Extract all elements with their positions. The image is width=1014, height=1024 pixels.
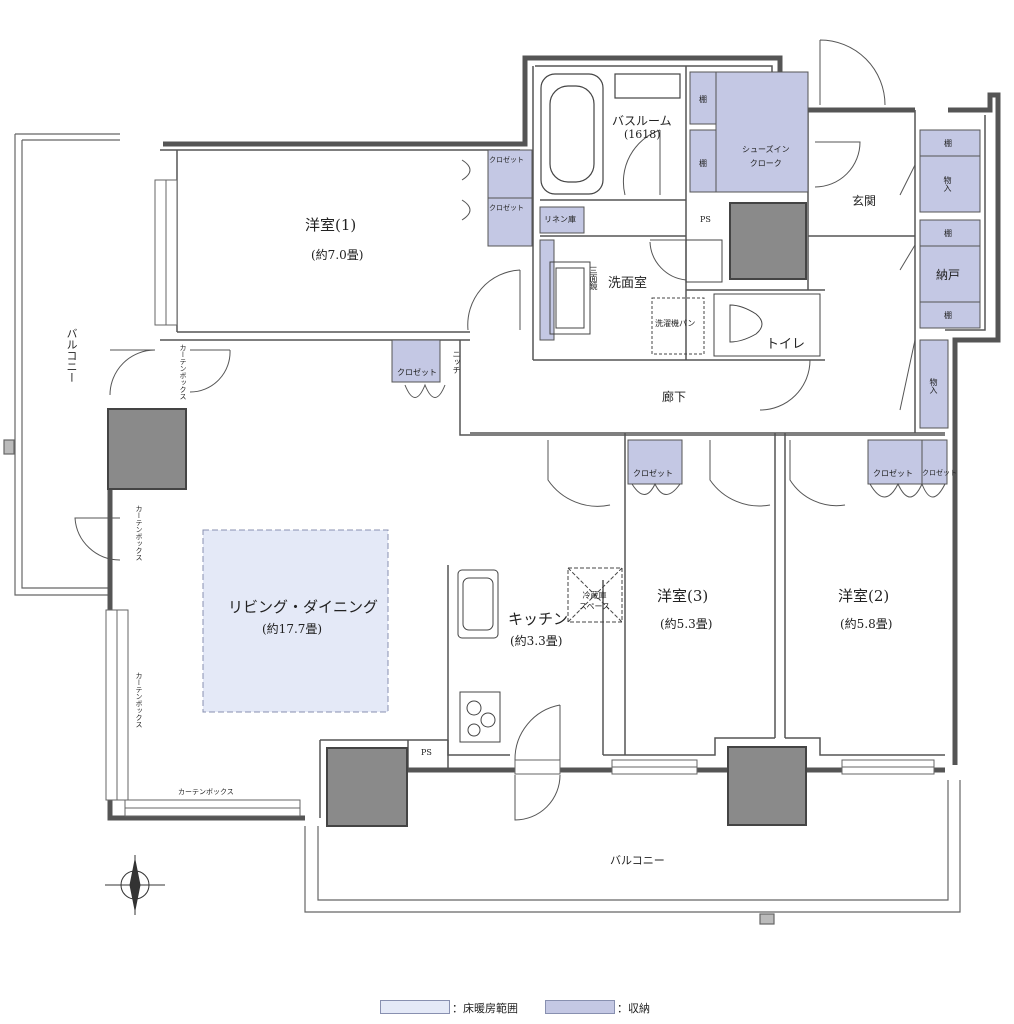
shelf-label-1: 棚 [699, 95, 707, 104]
monoire-label-1: 物入 [943, 176, 952, 192]
room-kitchen-area: (約3.3畳) [510, 634, 563, 648]
room-living-name: リビング・ダイニング [228, 598, 379, 616]
room-shoe-closet-name: シューズイン クローク [742, 145, 790, 168]
structural-columns [107, 202, 807, 827]
room-toilet-name: トイレ [766, 337, 806, 352]
closet-room3-label: クロゼット [633, 469, 673, 478]
interior-walls [160, 66, 945, 818]
closet-room2b-label: クロゼット [922, 469, 957, 477]
shelf-label-5: 棚 [944, 311, 952, 320]
room-western1-name: 洋室(1) [305, 216, 357, 234]
balcony-west-label: バルコニー [65, 328, 78, 383]
mirror-label: 三面鏡 [589, 266, 598, 290]
living-heating-area [202, 529, 389, 713]
windows-south [514, 759, 935, 775]
room-western1-area: (約7.0畳) [311, 248, 364, 262]
linen-label: リネン庫 [544, 215, 576, 224]
windows-west [105, 179, 301, 817]
room-western2-name: 洋室(2) [838, 587, 890, 605]
kitchen-fixtures [457, 567, 623, 743]
closet-room2-label: クロゼット [873, 469, 913, 478]
curtain-box-label-1: カーテンボックス [179, 344, 187, 400]
room-bathroom-name: バスルーム [612, 114, 672, 128]
washroom-fixtures [549, 239, 821, 357]
legend-heating-swatch [380, 1000, 450, 1014]
shelf-label-2: 棚 [699, 159, 707, 168]
room-washroom-name: 洗面室 [608, 276, 648, 291]
ps-label-2: PS [421, 748, 432, 757]
room-living-area: (約17.7畳) [262, 622, 323, 636]
room-nando-name: 納戸 [936, 268, 961, 282]
room-hallway-name: 廊下 [662, 390, 687, 404]
closet-room1a-label: クロゼット [489, 156, 524, 164]
washer-pan-label: 洗濯機パン [655, 319, 696, 328]
balcony-west [3, 133, 120, 596]
curtain-box-label-4: カーテンボックス [178, 788, 234, 796]
room-bathroom-size: (1618) [624, 128, 661, 141]
legend-storage-swatch [545, 1000, 615, 1014]
room-entrance-name: 玄関 [852, 194, 877, 208]
shelf-label-3: 棚 [944, 139, 952, 148]
ps-label-1: PS [700, 215, 711, 224]
closet-hall-label: クロゼット [397, 368, 437, 377]
curtain-box-label-2: カーテンボックス [135, 505, 143, 561]
monoire-label-2: 物入 [929, 378, 938, 394]
room-kitchen-name: キッチン [508, 610, 569, 628]
fridge-space-label: 冷蔵庫 スペース [579, 591, 611, 611]
balcony-south [304, 780, 961, 925]
legend-storage-label: ：収納 [617, 1002, 650, 1015]
room-western2-area: (約5.8畳) [840, 617, 893, 631]
room-western3-area: (約5.3畳) [660, 617, 713, 631]
storage-areas [391, 71, 981, 485]
closet-room1b-label: クロゼット [489, 204, 524, 212]
bathtub [540, 73, 681, 195]
shelf-label-4: 棚 [944, 229, 952, 238]
room-western3-name: 洋室(3) [657, 587, 709, 605]
doors [74, 39, 946, 821]
curtain-box-label-3: カーテンボックス [135, 672, 143, 728]
compass-icon [105, 855, 165, 915]
balcony-south-label: バルコニー [610, 854, 665, 867]
niche-label: ニッチ [452, 350, 461, 374]
legend-heating-label: ：床暖房範囲 [452, 1002, 518, 1015]
